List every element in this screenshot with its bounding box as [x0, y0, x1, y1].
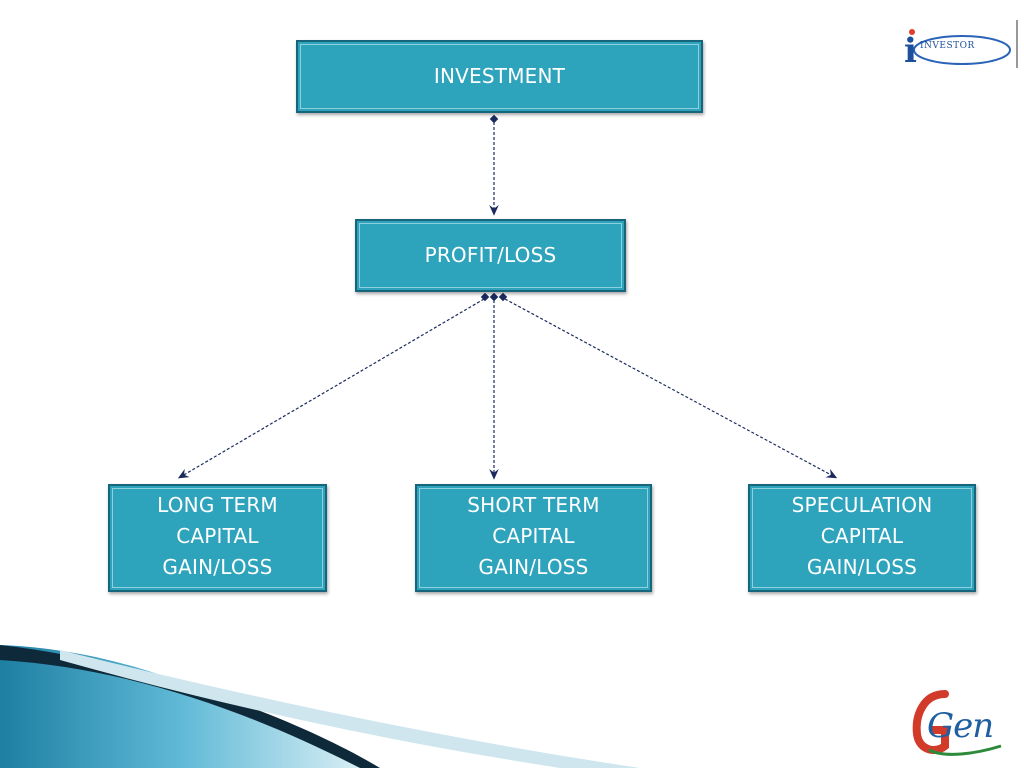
decorative-swoosh [0, 645, 640, 768]
node-short-term-capital-gain: SHORT TERM CAPITAL GAIN/LOSS [415, 484, 652, 592]
node-profit-loss: PROFIT/LOSS [355, 219, 626, 292]
node-long-term-capital-gain: LONG TERM CAPITAL GAIN/LOSS [108, 484, 327, 592]
gen-logo-icon: Gen [905, 688, 1015, 760]
node-speculation-label: SPECULATION CAPITAL GAIN/LOSS [791, 493, 933, 579]
connector-profit-longterm [177, 292, 490, 479]
node-profit-loss-label: PROFIT/LOSS [424, 243, 557, 267]
node-investment-label: INVESTMENT [433, 64, 566, 88]
investor-logo-icon: i INVESTOR [900, 14, 1024, 71]
investor-logo-text: INVESTOR [920, 41, 975, 51]
node-long-term-label: LONG TERM CAPITAL GAIN/LOSS [157, 493, 278, 579]
node-speculation-capital-gain: SPECULATION CAPITAL GAIN/LOSS [748, 484, 976, 592]
svg-text:i: i [904, 31, 917, 70]
node-short-term-label: SHORT TERM CAPITAL GAIN/LOSS [467, 493, 600, 579]
connector-profit-shortterm [489, 292, 499, 480]
node-investment: INVESTMENT [296, 40, 703, 113]
gen-logo-text: Gen [927, 706, 994, 746]
connector-investment-profit [489, 114, 499, 216]
connector-profit-speculation [498, 292, 838, 479]
